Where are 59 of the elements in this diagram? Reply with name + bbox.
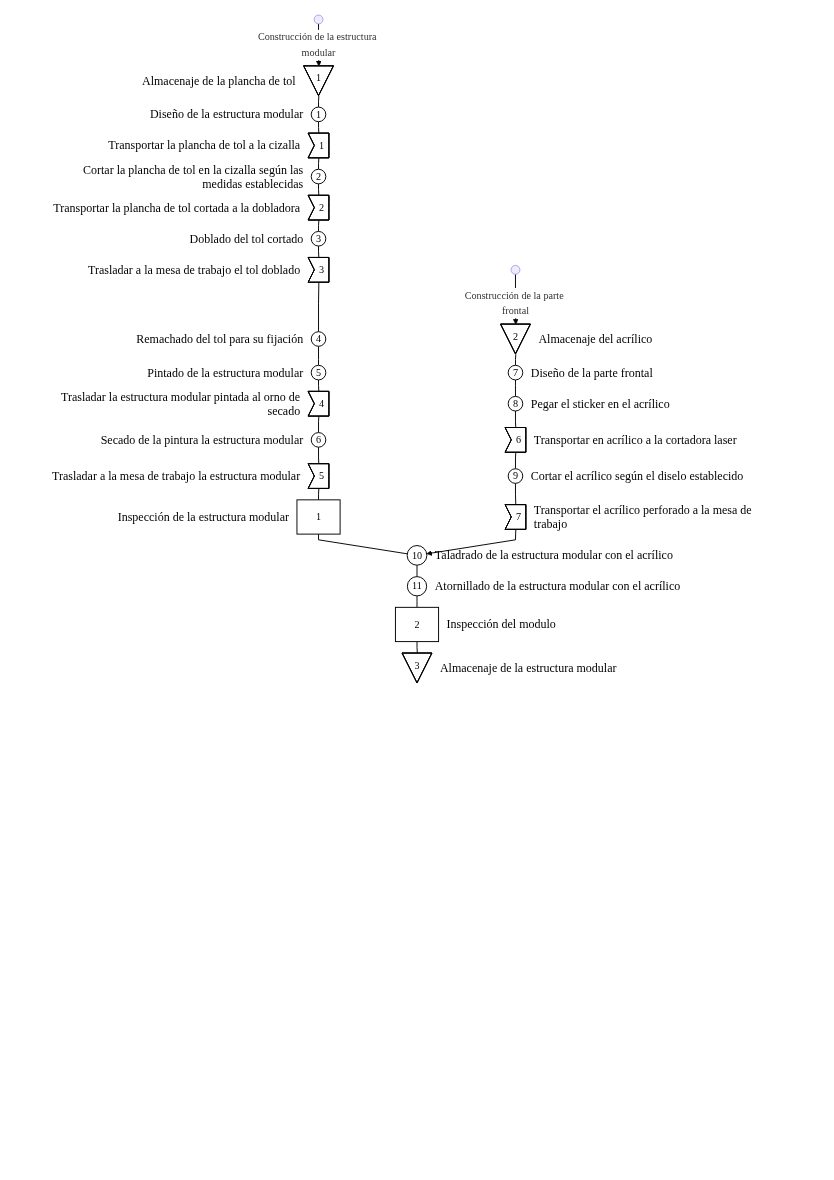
- connector: [318, 379, 320, 393]
- step-description: Taladrado de la estructura modular con el acrílico: [434, 548, 674, 563]
- connector: [318, 157, 320, 170]
- node-box: 1: [296, 499, 341, 535]
- connector: [318, 345, 319, 366]
- connector: [318, 183, 320, 197]
- connector: [318, 219, 320, 232]
- step-description: Transportar en acrílico a la cortadora laser: [533, 432, 738, 447]
- step-description: Almacenaje de la plancha de tol: [141, 73, 296, 88]
- step-description: Remachado del tol para su fijación: [135, 332, 304, 346]
- connector: [318, 245, 320, 259]
- step-description: Pintado de la estructura modular: [146, 365, 304, 380]
- step-description: Almacenaje del acrílico: [538, 332, 654, 346]
- connector: [515, 379, 516, 397]
- connector: [318, 488, 320, 501]
- step-description: Trasladar a la mesa de trabajo la estructura modular: [51, 469, 301, 484]
- edge-label: Construcción de la estructura modular: [257, 31, 377, 58]
- step-description: Cortar la plancha de tol en la cizalla según las medidas establecidas: [81, 162, 304, 191]
- step-description: Diseño de la parte frontal: [530, 365, 654, 380]
- node-circle: 2: [310, 168, 327, 185]
- node-circle: 7: [507, 364, 524, 381]
- edge-label: Construcción de la parte frontal: [464, 289, 564, 316]
- connector: [318, 95, 320, 108]
- node-box: 2: [394, 606, 440, 643]
- connector: [515, 353, 517, 366]
- step-description: Atornillado de la estructura modular con el acrílico: [434, 579, 682, 594]
- node-circle: 10: [406, 545, 428, 566]
- node-circle: 5: [310, 364, 327, 381]
- node-circle: 8: [507, 395, 524, 412]
- step-description: Transportar la plancha de tol cortada a la dobladora: [52, 200, 301, 215]
- step-description: Doblado del tol cortado: [188, 231, 304, 246]
- node-circle: 4: [310, 331, 327, 347]
- step-description: Secado de la pintura la estructura modular: [99, 432, 304, 447]
- step-description: Transportar el acrílico perforado a la mesa de trabajo: [533, 502, 753, 531]
- connector: [515, 410, 517, 429]
- connector: [318, 415, 320, 434]
- step-description: Inspección del modulo: [446, 617, 557, 632]
- connector: [318, 282, 320, 333]
- step-description: Almacenaje de la estructura modular: [439, 660, 618, 675]
- connector: [515, 482, 517, 506]
- step-description: Cortar el acrílico según el diselo establecido: [530, 469, 745, 484]
- node-circle: 3: [310, 230, 327, 247]
- connector: [416, 595, 418, 608]
- step-description: Pegar el sticker en el acrílico: [530, 396, 671, 411]
- connector: [318, 446, 320, 465]
- node-circle: 11: [406, 576, 428, 597]
- step-description: Inspección de la estructura modular: [116, 509, 289, 524]
- connector: [515, 452, 517, 470]
- node-circle: 9: [507, 468, 524, 484]
- node-circle: 1: [310, 106, 327, 123]
- step-description: Trasladar a la mesa de trabajo el tol doblado: [87, 262, 301, 277]
- connector: [318, 533, 408, 555]
- step-description: Trasladar la estructura modular pintada al orno de secado: [60, 389, 301, 418]
- step-description: Diseño de la estructura modular: [148, 107, 304, 122]
- connector: [318, 121, 320, 134]
- node-circle: 6: [310, 432, 327, 448]
- connector: [416, 641, 418, 654]
- connector: [416, 564, 418, 578]
- step-description: Transportar la plancha de tol a la cizalla: [107, 138, 301, 153]
